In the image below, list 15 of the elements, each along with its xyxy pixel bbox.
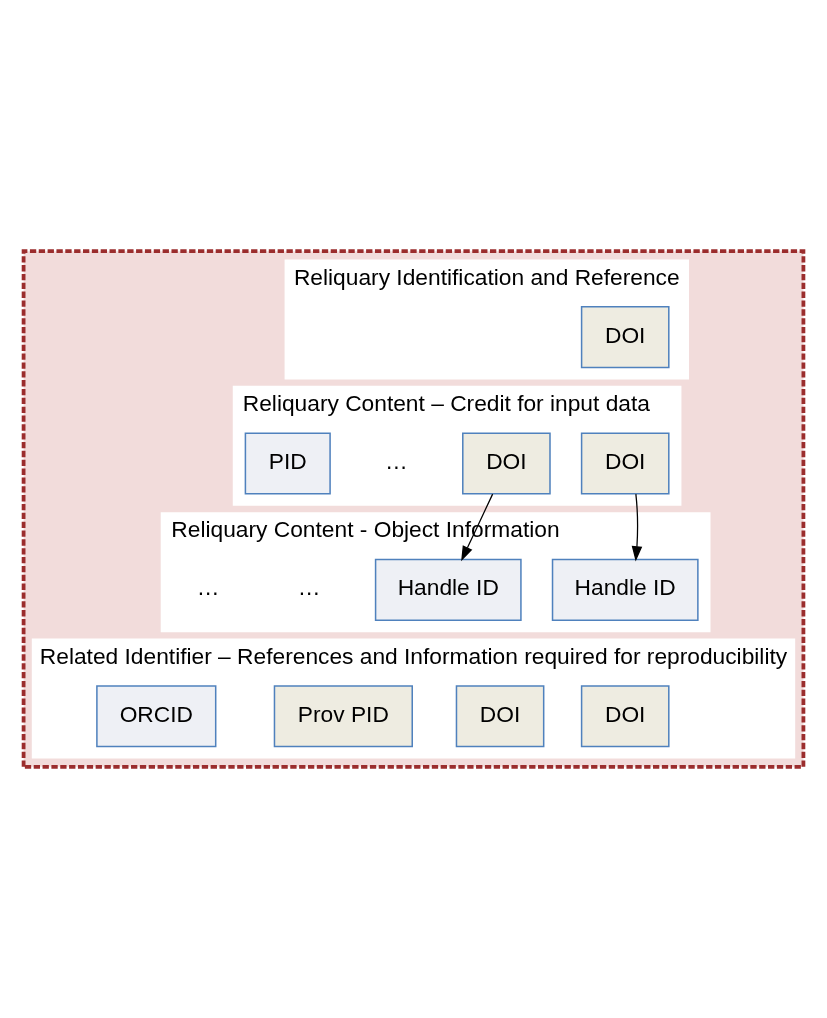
node-box: Handle ID [374,558,522,621]
label: … [196,574,220,601]
label: … [297,574,321,601]
node-box: PID [244,432,331,495]
node-box: Prov PID [273,685,413,748]
cluster [21,249,806,769]
node-box: DOI [580,685,670,748]
node-box: Handle ID [551,558,699,621]
node-box: DOI [580,306,670,369]
node-box: ORCID [96,685,217,748]
node-box: DOI [580,432,670,495]
node-box: DOI [462,432,551,495]
arrow [631,493,643,562]
label: … [385,448,408,475]
node-box: DOI [455,685,545,748]
